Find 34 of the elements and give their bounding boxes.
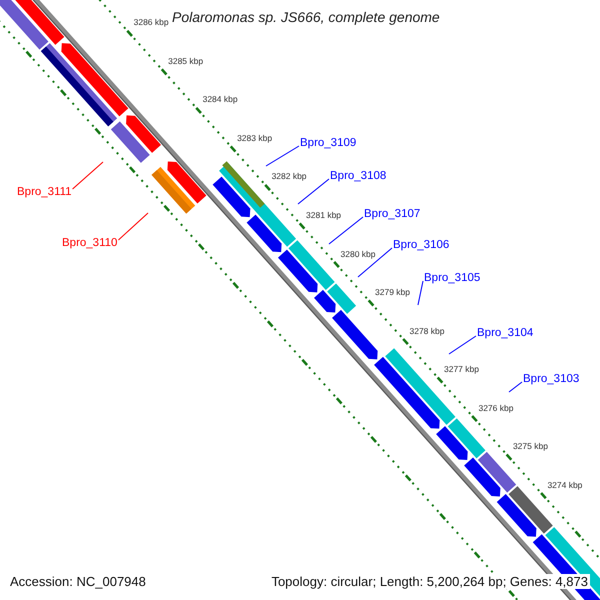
scale-label: 3277 kbp — [444, 364, 479, 374]
scale-label: 3280 kbp — [340, 248, 376, 258]
leader-line — [328, 216, 364, 244]
leader-line — [508, 382, 522, 392]
gene-label: Bpro_3111 — [17, 186, 72, 198]
gene-label: Bpro_3106 — [393, 239, 450, 251]
gene-label: Bpro_3109 — [300, 137, 356, 149]
title: Polaromonas sp. JS666, complete genome — [172, 9, 440, 25]
gene-label: Bpro_3107 — [364, 208, 420, 220]
leader-line — [266, 146, 300, 166]
scale-label: 3279 kbp — [375, 287, 410, 298]
leader-line — [358, 248, 392, 278]
scale-label: 3286 kbp — [134, 17, 169, 28]
scale-label: 3282 kbp — [272, 171, 307, 182]
scale-label: 3283 kbp — [237, 132, 272, 143]
genome-info-text: Topology: circular; Length: 5,200,264 bp; Genes: 4,873 — [269, 574, 590, 589]
leader-line — [298, 178, 330, 204]
scale-label: 3278 kbp — [410, 326, 444, 336]
accession-text: Accession: NC_007948 — [10, 574, 146, 589]
gene-label: Bpro_3105 — [424, 272, 480, 284]
scale-label: 3275 kbp — [512, 441, 548, 452]
scale-label: 3284 kbp — [202, 94, 238, 104]
scale-label: 3285 kbp — [168, 56, 204, 66]
scale-label: 3274 kbp — [547, 480, 582, 490]
gene-label: Bpro_3108 — [330, 170, 386, 182]
gene-label: Bpro_3103 — [523, 373, 580, 385]
gene-label: Bpro_3110 — [62, 237, 118, 249]
scale-label: 3276 kbp — [478, 402, 514, 413]
gene-label: Bpro_3104 — [477, 327, 534, 339]
leader-line — [72, 162, 104, 190]
scale-label: 3281 kbp — [306, 210, 342, 220]
leader-line — [118, 212, 148, 240]
leader-line — [418, 280, 424, 306]
leader-line — [448, 336, 476, 354]
